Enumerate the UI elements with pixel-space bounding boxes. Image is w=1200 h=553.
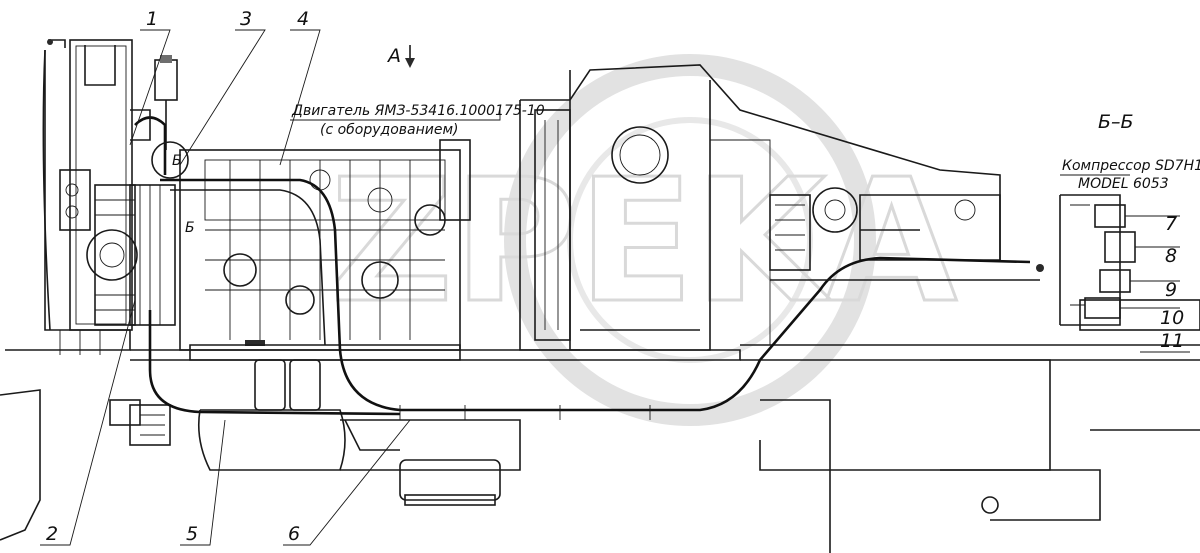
callout-1: 1	[146, 8, 158, 30]
callout-11: 11	[1160, 330, 1184, 352]
lower-brackets	[109, 399, 171, 446]
callout-4: 4	[297, 8, 309, 30]
engine-note-line1: Двигатель ЯМЗ-53416.1000175-10	[291, 103, 545, 119]
callout-5: 5	[186, 523, 198, 545]
callout-8: 8	[1165, 245, 1177, 267]
view-arrow-a: А	[386, 45, 415, 68]
section-title: Б–Б	[1098, 111, 1134, 133]
pipe-routing	[148, 178, 1044, 420]
leader-lines	[40, 29, 1130, 546]
section-marker-bottom: Б	[185, 220, 195, 236]
callout-9: 9	[1165, 279, 1177, 301]
callout-6: 6	[288, 523, 300, 545]
section-view	[1059, 194, 1190, 353]
view-arrow-label: А	[386, 45, 401, 67]
callout-10: 10	[1160, 307, 1184, 329]
watermark-text: ZPEKA	[330, 143, 957, 341]
callout-3: 3	[240, 8, 252, 30]
engine-note-line2: (с оборудованием)	[320, 122, 459, 138]
callout-7: 7	[1165, 213, 1177, 235]
callout-2: 2	[46, 523, 58, 545]
compressor-line1: Компрессор SD7H15	[1062, 158, 1200, 174]
fan-assembly	[86, 184, 176, 326]
section-marker-top: Б	[172, 153, 182, 169]
compressor-line2: MODEL 6053	[1078, 176, 1169, 192]
